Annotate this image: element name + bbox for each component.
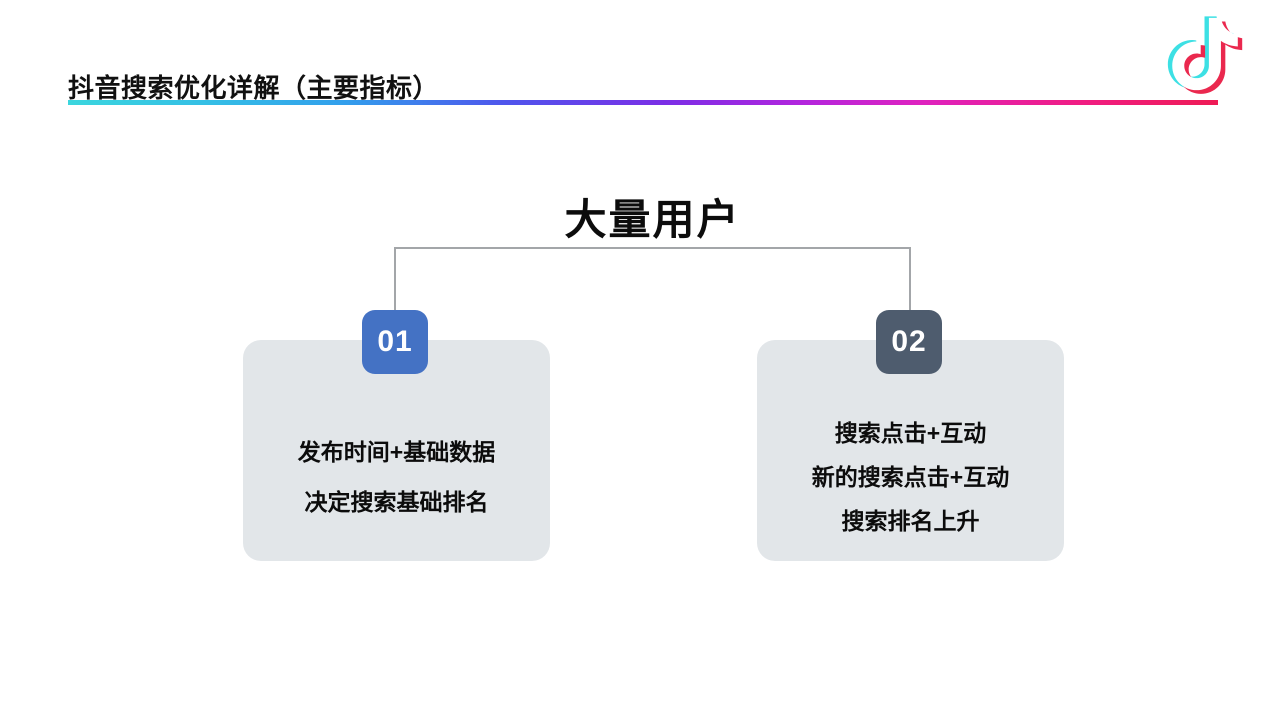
tiktok-note-svg [1167, 16, 1243, 94]
card-text-line: 搜索点击+互动 [834, 419, 987, 446]
node-card-2-text: 搜索点击+互动 新的搜索点击+互动 搜索排名上升 [757, 392, 1064, 561]
page-title: 抖音搜索优化详解（主要指标） [68, 73, 440, 103]
root-node-label: 大量用户 [564, 196, 741, 243]
connector-horizontal-line [394, 247, 911, 249]
card-text-line: 新的搜索点击+互动 [811, 463, 1010, 490]
card-text-line: 发布时间+基础数据 [297, 438, 496, 465]
node-badge-01: 01 [362, 310, 428, 374]
title-gradient-underline [68, 100, 1218, 105]
node-card-1-text: 发布时间+基础数据 决定搜索基础排名 [243, 392, 550, 561]
card-text-line: 搜索排名上升 [841, 507, 980, 534]
node-badge-02: 02 [876, 310, 942, 374]
card-text-line: 决定搜索基础排名 [304, 488, 489, 515]
connector-vertical-line-left [394, 247, 396, 313]
connector-vertical-line-right [909, 247, 911, 313]
tiktok-note-icon [1163, 12, 1251, 100]
node-card-1: 发布时间+基础数据 决定搜索基础排名 [243, 340, 550, 561]
node-card-2: 搜索点击+互动 新的搜索点击+互动 搜索排名上升 [757, 340, 1064, 561]
